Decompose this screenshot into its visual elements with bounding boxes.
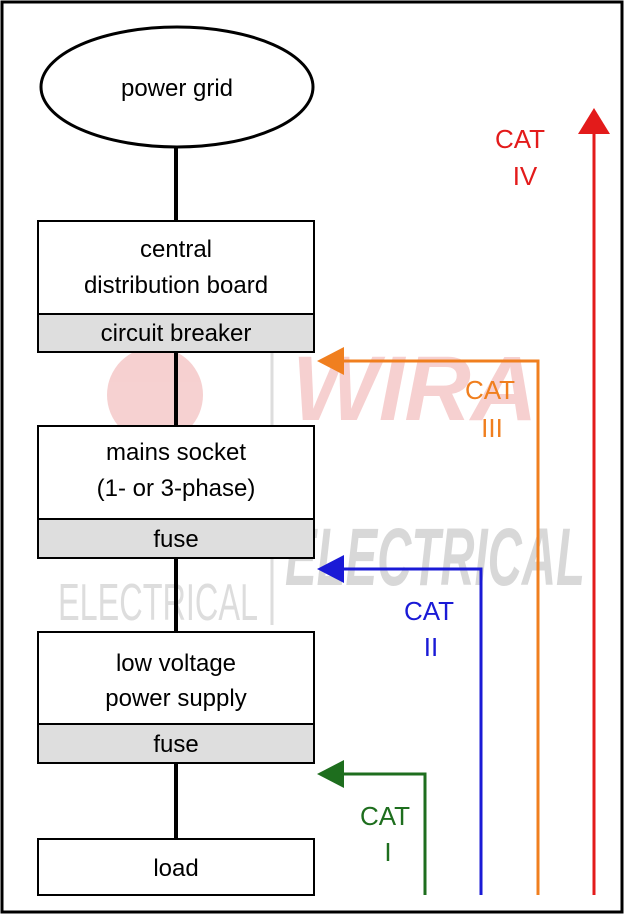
power-grid-ellipse (39, 25, 315, 149)
watermark-logo-circle (107, 347, 203, 443)
power-grid-node: power grid (39, 25, 315, 149)
cat-ii-line (344, 567, 483, 895)
cat-iv-indicator: CAT IV (495, 108, 610, 895)
cat-ii-indicator: CAT II (317, 555, 483, 895)
watermark-text-electrical-small: ELECTRICAL (58, 574, 258, 632)
cat-i-indicator: CAT I (317, 760, 427, 895)
cat-ii-label-line1: CAT (404, 596, 454, 626)
load-box (37, 838, 315, 896)
cat-i-label-line1: CAT (360, 801, 410, 831)
low-voltage-label-line2: power supply (105, 685, 246, 712)
central-distribution-board-node: central distribution board circuit break… (37, 220, 315, 353)
cat-i-arrowhead (317, 760, 344, 788)
watermark-text-electrical: ELECTRICAL (285, 512, 585, 603)
cat-i-line (344, 772, 427, 895)
load-label: load (153, 855, 198, 882)
cat-iii-indicator: CAT III (317, 347, 540, 895)
cat-ii-arrowhead (317, 555, 344, 583)
low-voltage-box (37, 631, 315, 725)
cat-iii-label-line1: CAT (465, 375, 515, 405)
central-board-label-line2: distribution board (84, 272, 268, 299)
mains-socket-node: mains socket (1- or 3-phase) fuse (37, 425, 315, 559)
cat-iii-arrowhead (317, 347, 344, 375)
low-voltage-supply-node: low voltage power supply fuse (37, 631, 315, 764)
mains-socket-box (37, 425, 315, 520)
mains-socket-fuse-label: fuse (153, 526, 198, 553)
power-grid-label: power grid (121, 75, 233, 102)
mains-socket-fuse-box (37, 518, 315, 559)
cat-i-label-line2: I (384, 837, 391, 867)
mains-socket-label-line1: mains socket (106, 439, 246, 466)
central-board-box (37, 220, 315, 315)
cat-iii-line (344, 359, 540, 895)
mains-socket-label-line2: (1- or 3-phase) (97, 475, 256, 502)
low-voltage-label-line1: low voltage (116, 650, 236, 677)
cat-iv-label-line2: IV (513, 161, 538, 191)
low-voltage-fuse-box (37, 723, 315, 764)
load-node: load (37, 838, 315, 896)
cat-iv-arrowhead (578, 108, 610, 134)
low-voltage-fuse-label: fuse (153, 731, 198, 758)
central-board-label-line1: central (140, 236, 212, 263)
cat-ii-label-line2: II (424, 632, 438, 662)
cat-iii-label-line2: III (481, 413, 503, 443)
circuit-breaker-label: circuit breaker (101, 320, 252, 347)
circuit-breaker-box (37, 313, 315, 353)
cat-iv-label-line1: CAT (495, 124, 545, 154)
